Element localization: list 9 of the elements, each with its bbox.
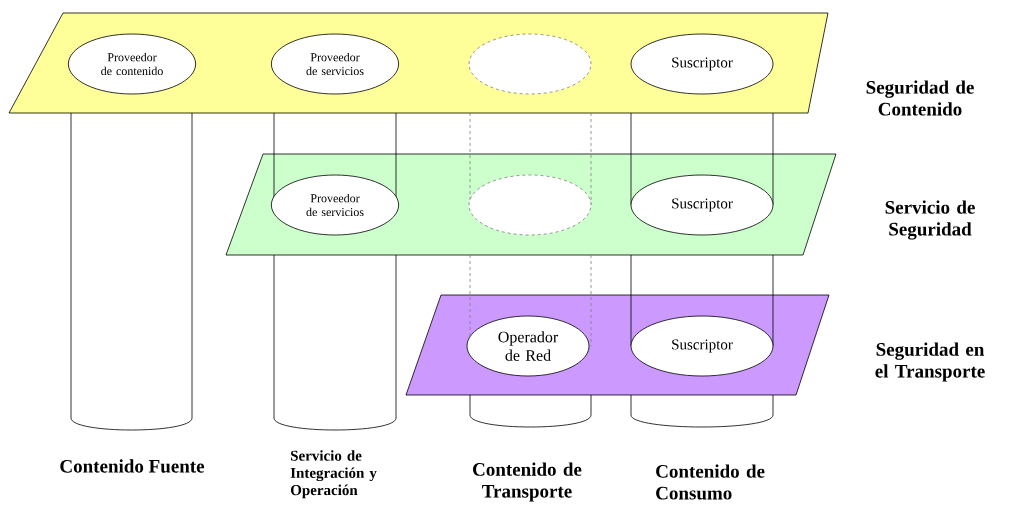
- dashed-ellipse: [468, 33, 592, 95]
- cylinder-label: Contenido de Transporte: [473, 462, 582, 502]
- cylinder-label: Contenido de Consumo: [656, 464, 765, 500]
- dashed-ellipse: [468, 174, 592, 236]
- cylinder-label: Contenido Fuente: [60, 459, 205, 473]
- plane-label: Servicio de Seguridad: [885, 200, 975, 240]
- plane-label: Seguridad de Contenido: [866, 80, 974, 116]
- plane-label: Seguridad en el Transporte: [875, 342, 985, 382]
- cylinder-label: Servicio de Integración y Operación: [290, 450, 377, 499]
